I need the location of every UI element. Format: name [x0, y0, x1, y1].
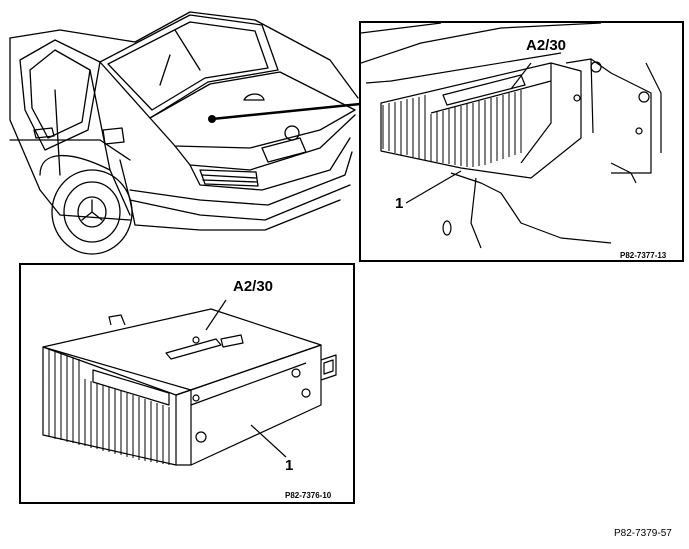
unit-detail-drawing [42, 299, 337, 466]
part-label-a2-30-bottom: A2/30 [233, 278, 274, 295]
inset-bottom-unit-detail: A2/30 1 P82-7376-10 [19, 263, 355, 504]
figure-reference-number: P82-7379-57 [614, 528, 672, 539]
inset-top-installed-unit: A2/30 1 P82-7377-13 [359, 21, 684, 262]
callout-1-bottom: 1 [285, 457, 294, 474]
installed-unit-drawing [361, 23, 662, 249]
figure-ref-top: P82-7377-13 [620, 251, 667, 260]
figure-ref-bottom: P82-7376-10 [285, 491, 332, 500]
callout-1-top: 1 [395, 195, 404, 212]
part-label-a2-30-top: A2/30 [526, 37, 567, 54]
